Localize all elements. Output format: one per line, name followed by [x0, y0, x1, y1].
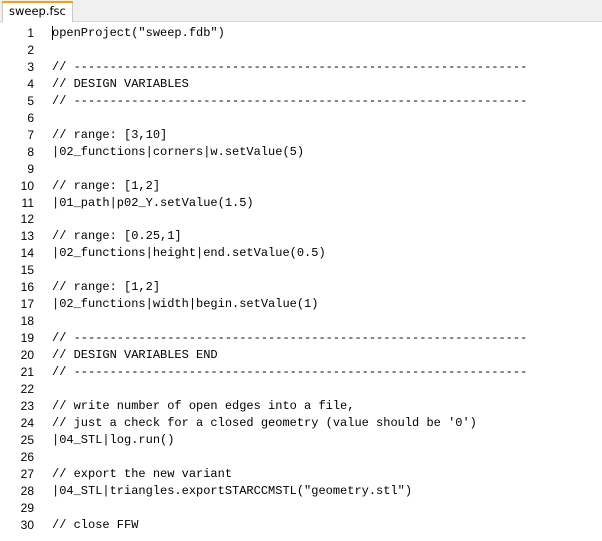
- line-text[interactable]: // just a check for a closed geometry (v…: [52, 415, 477, 430]
- line-text[interactable]: // range: [1,2]: [52, 280, 161, 295]
- tab-sweep-fsc[interactable]: sweep.fsc: [1, 1, 73, 22]
- line-text[interactable]: |01_path|p02_Y.setValue(1.5): [52, 195, 254, 210]
- code-line[interactable]: 17 |02_functions|width|begin.setValue(1): [0, 296, 602, 313]
- text-caret: [52, 26, 53, 40]
- line-number: 14: [20, 246, 34, 261]
- line-number: 8: [27, 144, 34, 159]
- line-number: 1: [27, 26, 34, 40]
- code-line[interactable]: 4 // DESIGN VARIABLES: [0, 76, 602, 93]
- code-line[interactable]: 15: [0, 262, 602, 279]
- code-line[interactable]: 10 // range: [1,2]: [0, 178, 602, 195]
- line-number: 30: [20, 517, 34, 532]
- line-number: 23: [20, 398, 34, 413]
- line-number: 18: [20, 314, 34, 329]
- line-text[interactable]: |02_functions|width|begin.setValue(1): [52, 297, 319, 312]
- code-line[interactable]: 26: [0, 449, 602, 466]
- line-number: 6: [27, 110, 34, 125]
- line-number: 13: [20, 229, 34, 244]
- code-line[interactable]: 27 // export the new variant: [0, 466, 602, 483]
- line-text[interactable]: openProject("sweep.fdb"): [52, 26, 225, 40]
- tab-bar: sweep.fsc: [0, 0, 602, 22]
- line-number: 11: [21, 195, 34, 210]
- line-number: 26: [20, 449, 34, 464]
- line-number: 20: [20, 348, 34, 363]
- code-line[interactable]: 1 openProject("sweep.fdb"): [0, 25, 602, 42]
- line-text[interactable]: // -------------------------------------…: [52, 365, 528, 379]
- code-line[interactable]: 29: [0, 500, 602, 517]
- line-text[interactable]: |04_STL|log.run(): [52, 432, 175, 447]
- code-line[interactable]: 11 |01_path|p02_Y.setValue(1.5): [0, 195, 602, 212]
- code-line[interactable]: 21 // -----------------------------------…: [0, 364, 602, 381]
- line-text[interactable]: // range: [3,10]: [52, 127, 168, 142]
- line-text[interactable]: // close FFW: [52, 517, 139, 532]
- line-number: 2: [27, 42, 34, 57]
- line-text[interactable]: // -------------------------------------…: [52, 59, 528, 74]
- code-line[interactable]: 20 // DESIGN VARIABLES END: [0, 347, 602, 364]
- code-line[interactable]: 24 // just a check for a closed geometry …: [0, 415, 602, 432]
- line-text[interactable]: // write number of open edges into a fil…: [52, 398, 355, 413]
- line-number: 29: [20, 500, 34, 515]
- line-number: 22: [20, 381, 34, 396]
- line-number: 4: [27, 76, 34, 91]
- code-line[interactable]: 19 // -----------------------------------…: [0, 330, 602, 347]
- code-line[interactable]: 18: [0, 313, 602, 330]
- line-number: 25: [20, 432, 34, 447]
- line-text[interactable]: // DESIGN VARIABLES END: [52, 348, 218, 363]
- line-number: 3: [27, 59, 34, 74]
- line-number: 27: [20, 466, 34, 481]
- code-line[interactable]: 30 // close FFW: [0, 517, 602, 534]
- code-line[interactable]: 14 |02_functions|height|end.setValue(0.5): [0, 245, 602, 262]
- line-text[interactable]: // -------------------------------------…: [52, 93, 528, 108]
- line-number: 7: [27, 127, 34, 142]
- line-number: 24: [20, 415, 34, 430]
- line-text[interactable]: // range: [1,2]: [52, 178, 161, 193]
- code-line[interactable]: 7 // range: [3,10]: [0, 127, 602, 144]
- line-number: 28: [20, 483, 34, 498]
- code-line[interactable]: 2: [0, 42, 602, 59]
- code-line[interactable]: 5 // ------------------------------------…: [0, 93, 602, 110]
- line-text[interactable]: // export the new variant: [52, 466, 233, 481]
- code-line[interactable]: 23 // write number of open edges into a f…: [0, 398, 602, 415]
- code-line[interactable]: 8 |02_functions|corners|w.setValue(5): [0, 144, 602, 161]
- line-number: 19: [20, 331, 34, 346]
- line-number: 16: [20, 280, 34, 295]
- code-line[interactable]: 28 |04_STL|triangles.exportSTARCCMSTL("ge…: [0, 483, 602, 500]
- code-line[interactable]: 3 // ------------------------------------…: [0, 59, 602, 76]
- code-line[interactable]: 16 // range: [1,2]: [0, 279, 602, 296]
- line-number: 15: [20, 263, 34, 278]
- line-text[interactable]: // -------------------------------------…: [52, 331, 528, 346]
- line-text[interactable]: |02_functions|corners|w.setValue(5): [52, 144, 305, 159]
- line-text[interactable]: // DESIGN VARIABLES: [52, 76, 189, 91]
- code-line[interactable]: 12: [0, 211, 602, 228]
- code-line[interactable]: 9: [0, 161, 602, 178]
- code-line[interactable]: 25 |04_STL|log.run(): [0, 432, 602, 449]
- line-number: 10: [20, 178, 34, 193]
- code-line[interactable]: 13 // range: [0.25,1]: [0, 228, 602, 245]
- line-number: 21: [20, 365, 34, 379]
- line-text[interactable]: // range: [0.25,1]: [52, 229, 182, 244]
- line-number: 9: [27, 161, 34, 176]
- line-number: 5: [27, 93, 34, 108]
- code-line[interactable]: 22: [0, 381, 602, 398]
- line-text[interactable]: |04_STL|triangles.exportSTARCCMSTL("geom…: [52, 483, 413, 498]
- code-line[interactable]: 6: [0, 110, 602, 127]
- line-number: 12: [20, 212, 34, 227]
- line-text[interactable]: |02_functions|height|end.setValue(0.5): [52, 246, 326, 261]
- line-number: 17: [20, 297, 34, 312]
